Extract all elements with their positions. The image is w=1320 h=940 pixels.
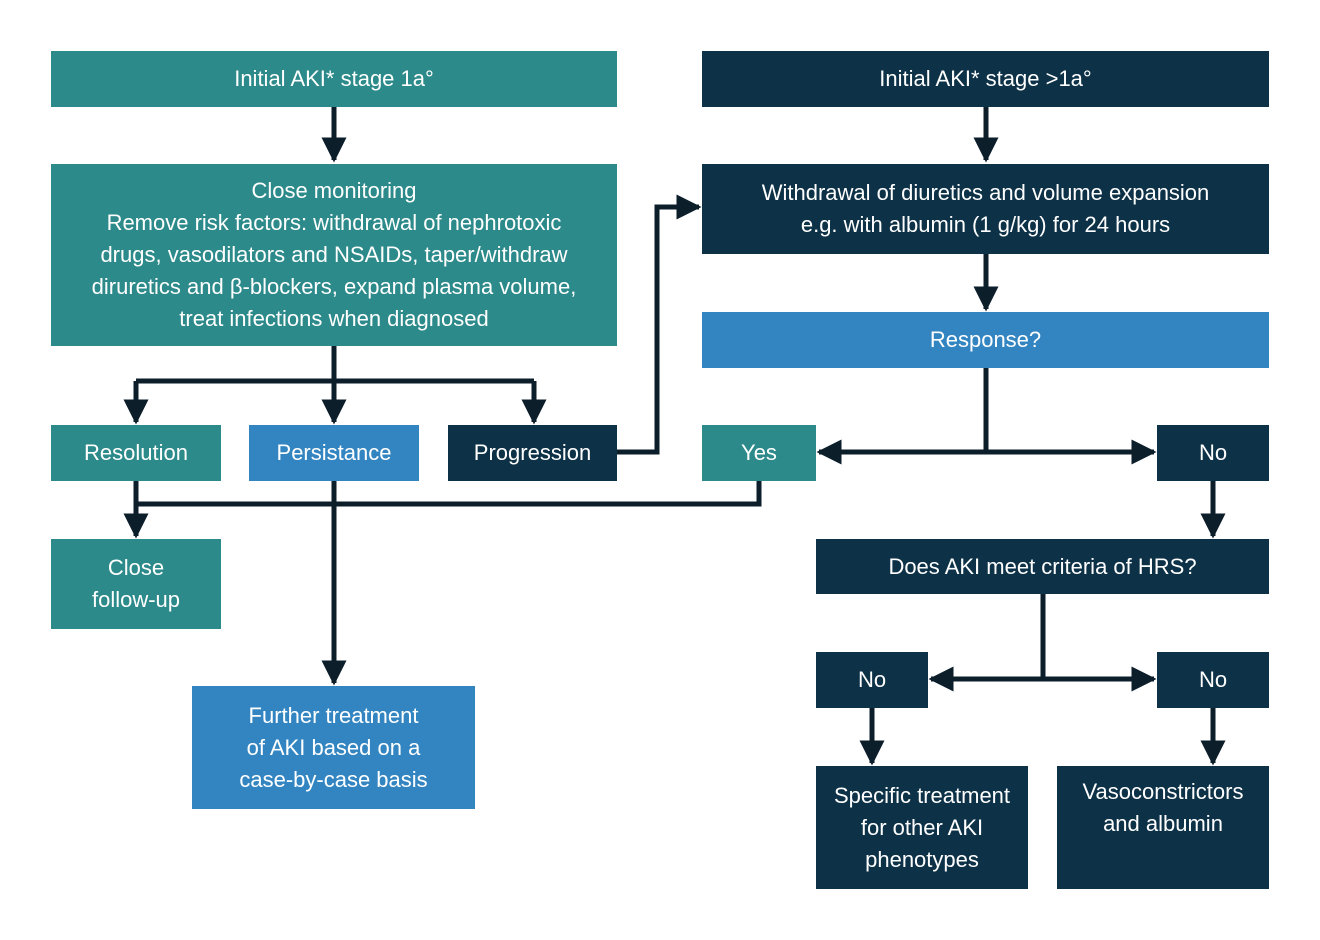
node-text: of AKI based on a <box>246 734 421 760</box>
node-text: e.g. with albumin (1 g/kg) for 24 hours <box>800 212 1171 237</box>
node-no-response: No <box>1157 425 1269 481</box>
node-withdrawal: Withdrawal of diuretics and volume expan… <box>702 164 1269 254</box>
node-text: drugs, vasodilators and NSAIDs, taper/wi… <box>100 242 568 267</box>
node-resolution: Resolution <box>51 425 221 481</box>
node-text: Close <box>107 555 165 580</box>
node-text: Remove risk factors: withdrawal of nephr… <box>106 210 562 235</box>
node-text: Persistance <box>276 440 392 465</box>
node-text: Progression <box>473 440 592 465</box>
node-text: and albumin <box>1103 811 1223 836</box>
node-text: phenotypes <box>865 846 979 872</box>
node-text: No <box>1198 667 1228 692</box>
node-close-monitoring: Close monitoring Remove risk factors: wi… <box>51 164 617 346</box>
node-text: Response? <box>929 327 1042 352</box>
node-yes: Yes <box>702 425 816 481</box>
node-text: Close monitoring <box>251 178 417 203</box>
node-text: Further treatment <box>248 702 419 728</box>
node-text: case-by-case basis <box>239 766 428 792</box>
node-text: Initial AKI* stage >1a° <box>879 66 1092 91</box>
line-yes-down <box>136 481 762 507</box>
node-text: Does AKI meet criteria of HRS? <box>888 553 1197 579</box>
node-text: for other AKI <box>860 814 984 840</box>
node-specific-treatment: Specific treatment for other AKI phenoty… <box>816 766 1028 889</box>
arrow-progression-to-withdrawal <box>617 194 702 455</box>
node-text: Initial AKI* stage 1a° <box>234 66 434 91</box>
node-text: treat infections when diagnosed <box>179 306 489 331</box>
node-vasoconstrictors: Vasoconstrictors and albumin <box>1057 766 1269 889</box>
node-text: Withdrawal of diuretics and volume expan… <box>761 180 1210 205</box>
node-text: diruretics and β-blockers, expand plasma… <box>91 274 577 299</box>
node-no-right: No <box>1157 652 1269 708</box>
node-hrs-criteria: Does AKI meet criteria of HRS? <box>816 539 1269 594</box>
node-progression: Progression <box>448 425 617 481</box>
node-stage-1a: Initial AKI* stage 1a° <box>51 51 617 107</box>
node-text: Resolution <box>84 440 188 465</box>
node-response: Response? <box>702 312 1269 368</box>
node-text: No <box>1198 440 1228 465</box>
node-text: follow-up <box>91 587 181 612</box>
node-further-treatment: Further treatment of AKI based on a case… <box>192 686 475 809</box>
node-text: No <box>857 667 887 692</box>
node-close-followup: Close follow-up <box>51 539 221 629</box>
node-stage-greater-1a: Initial AKI* stage >1a° <box>702 51 1269 107</box>
node-persistance: Persistance <box>249 425 419 481</box>
node-no-left: No <box>816 652 928 708</box>
node-text: Specific treatment <box>833 782 1011 808</box>
node-text: Vasoconstrictors <box>1082 779 1244 804</box>
node-text: Yes <box>741 440 777 465</box>
